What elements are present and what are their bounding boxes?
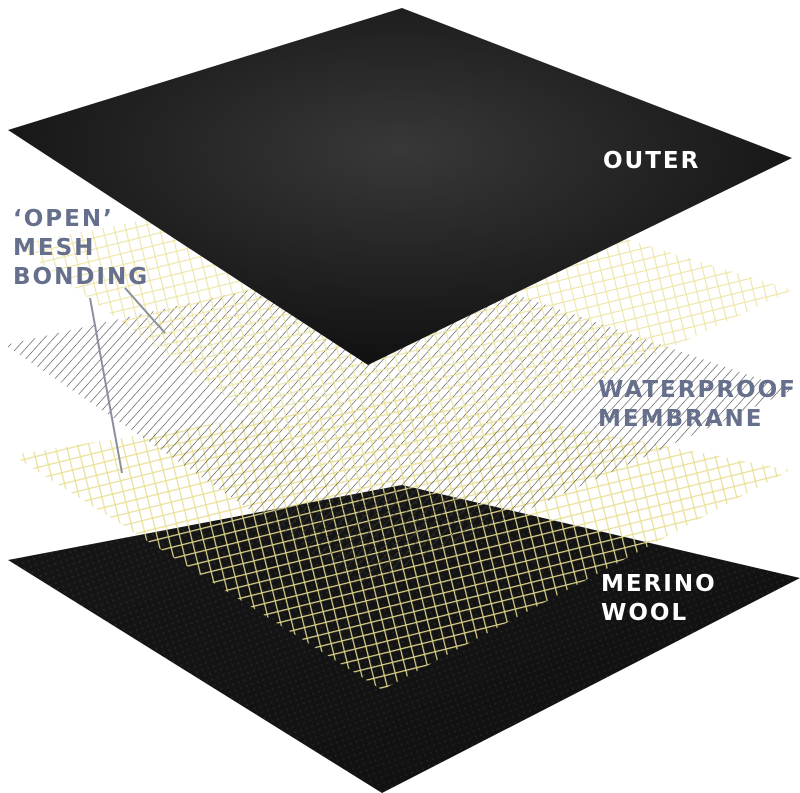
label-outer-line: OUTER (603, 148, 701, 174)
label-open-line: ‘OPEN’ (13, 206, 114, 232)
label-membrane-line: MEMBRANE (598, 406, 764, 432)
label-waterproof-line: WATERPROOF (598, 377, 797, 403)
label-waterproof-membrane: WATERPROOF MEMBRANE (598, 376, 797, 434)
label-mesh-line: MESH (13, 235, 96, 261)
label-wool-line: WOOL (601, 600, 689, 626)
layer-outer (8, 8, 792, 365)
label-outer: OUTER (603, 147, 700, 176)
callout-line-top-mesh (124, 287, 166, 334)
label-merino-line: MERINO (601, 571, 717, 597)
label-open-mesh-bonding: ‘OPEN’ MESH BONDING (13, 205, 149, 292)
label-bonding-line: BONDING (13, 264, 150, 290)
label-merino-wool: MERINO WOOL (601, 570, 717, 628)
callout-line-bottom-mesh (89, 297, 123, 474)
